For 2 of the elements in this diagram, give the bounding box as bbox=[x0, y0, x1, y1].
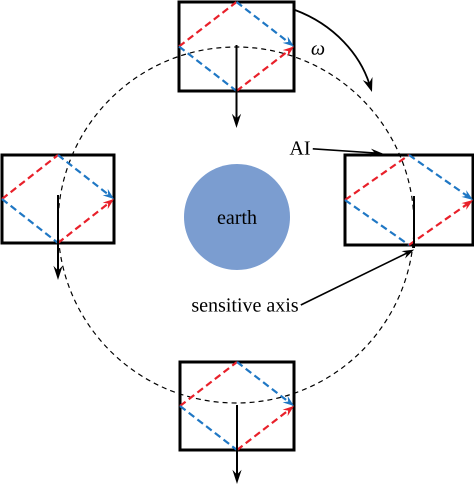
label-text: sensitive axis bbox=[192, 298, 298, 312]
label-text: AI bbox=[290, 141, 310, 155]
